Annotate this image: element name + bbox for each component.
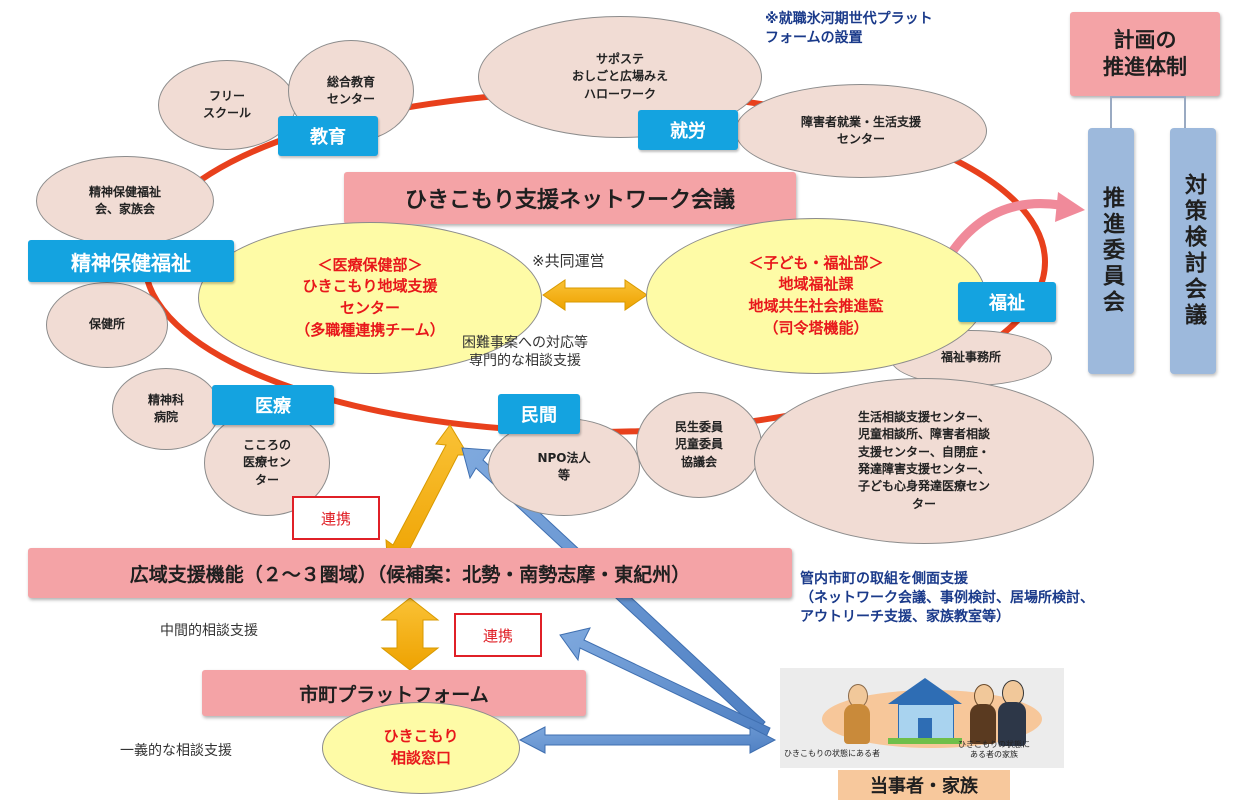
minsei-node: 民生委員 児童委員 協議会 bbox=[636, 392, 762, 498]
medical-health-dept-node: ＜医療保健部＞ ひきこもり地域支援 センター （多職種連携チーム） bbox=[198, 222, 542, 374]
side-support-note: 管内市町の取組を側面支援 （ネットワーク会議、事例検討、居場所検討、 アウトリー… bbox=[800, 571, 1094, 625]
sector-welfare: 福祉 bbox=[958, 282, 1056, 322]
consult-centers-node: 生活相談支援センター、 児童相談所、障害者相談 支援センター、自閉症・ 発達障害… bbox=[754, 378, 1094, 544]
promotion-committee-column: 推進委員会 bbox=[1088, 128, 1134, 374]
sector-employment: 就労 bbox=[638, 110, 738, 150]
plan-connector bbox=[1110, 96, 1186, 130]
pink-arrow-head bbox=[1055, 192, 1085, 222]
plan-header: 計画の 推進体制 bbox=[1070, 12, 1220, 96]
npo-node: NPO法人 等 bbox=[488, 418, 640, 516]
primary-support-label: 一義的な相談支援 bbox=[120, 743, 232, 759]
hikikomori-window-node: ひきこもり 相談窓口 bbox=[322, 702, 520, 794]
joint-operation-label: ※共同運営 bbox=[532, 252, 605, 270]
health-center-node: 保健所 bbox=[46, 282, 168, 368]
family-illustration: ひきこもりの状態にある者 ひきこもりの状態に ある者の家族 bbox=[780, 668, 1064, 768]
person-left-icon bbox=[842, 684, 872, 746]
countermeasure-meeting-label: 対策検討会議 bbox=[1180, 173, 1206, 329]
employment-platform-note: ※就職氷河期世代プラット フォームの設置 bbox=[765, 11, 933, 46]
joint-arrow bbox=[542, 279, 648, 311]
disability-employment-node: 障害者就業・生活支援 センター bbox=[735, 84, 987, 178]
wide-area-support-box: 広域支援機能（２～３圏域）（候補案：北勢・南勢志摩・東紀州） bbox=[28, 548, 792, 598]
sector-medical: 医療 bbox=[212, 385, 334, 425]
promotion-committee-label: 推進委員会 bbox=[1098, 186, 1124, 316]
child-welfare-dept-node: ＜子ども・福祉部＞ 地域福祉課 地域共生社会推進監 （司令塔機能） bbox=[646, 218, 986, 374]
sector-mental-health: 精神保健福祉 bbox=[28, 240, 234, 282]
mental-health-council-node: 精神保健福祉 会、家族会 bbox=[36, 156, 214, 246]
vertical-yellow-arrow bbox=[380, 597, 440, 671]
countermeasure-meeting-column: 対策検討会議 bbox=[1170, 128, 1216, 374]
renkei-lower-box: 連携 bbox=[454, 613, 542, 657]
family-caption-right: ひきこもりの状態に ある者の家族 bbox=[958, 740, 1030, 759]
sector-education: 教育 bbox=[278, 116, 378, 156]
municipal-platform-box: 市町プラットフォーム bbox=[202, 670, 586, 716]
network-meeting-title: ひきこもり支援ネットワーク会議 bbox=[344, 172, 796, 224]
difficult-cases-label: 困難事案への対応等 専門的な相談支援 bbox=[462, 335, 588, 370]
free-school-node: フリー スクール bbox=[158, 60, 296, 150]
house-icon bbox=[888, 678, 962, 744]
sector-private: 民間 bbox=[498, 394, 580, 434]
renkei-upper-box: 連携 bbox=[292, 496, 380, 540]
family-label: 当事者・家族 bbox=[838, 770, 1010, 800]
family-caption-left: ひきこもりの状態にある者 bbox=[784, 749, 880, 758]
family-people-icon bbox=[968, 680, 1038, 746]
intermediate-support-label: 中間的相談支援 bbox=[160, 623, 258, 639]
pink-curved-arrow bbox=[946, 199, 1061, 258]
psychiatric-hospital-node: 精神科 病院 bbox=[112, 368, 220, 450]
